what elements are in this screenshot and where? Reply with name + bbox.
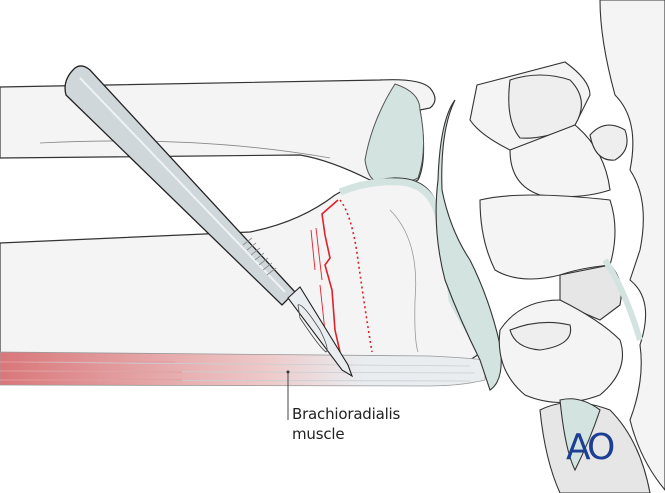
ulna-bone <box>0 79 436 186</box>
ao-logo: AO <box>566 427 615 468</box>
scalpel <box>64 65 354 378</box>
carpal-bones <box>435 0 665 493</box>
brachioradialis-label: Brachioradialis muscle <box>292 404 400 444</box>
label-line-2: muscle <box>292 425 345 443</box>
radius-bone <box>0 177 486 361</box>
label-line-1: Brachioradialis <box>292 405 401 423</box>
incision-lines <box>310 199 373 353</box>
brachioradialis-muscle <box>0 351 486 387</box>
label-pointer <box>286 370 290 420</box>
